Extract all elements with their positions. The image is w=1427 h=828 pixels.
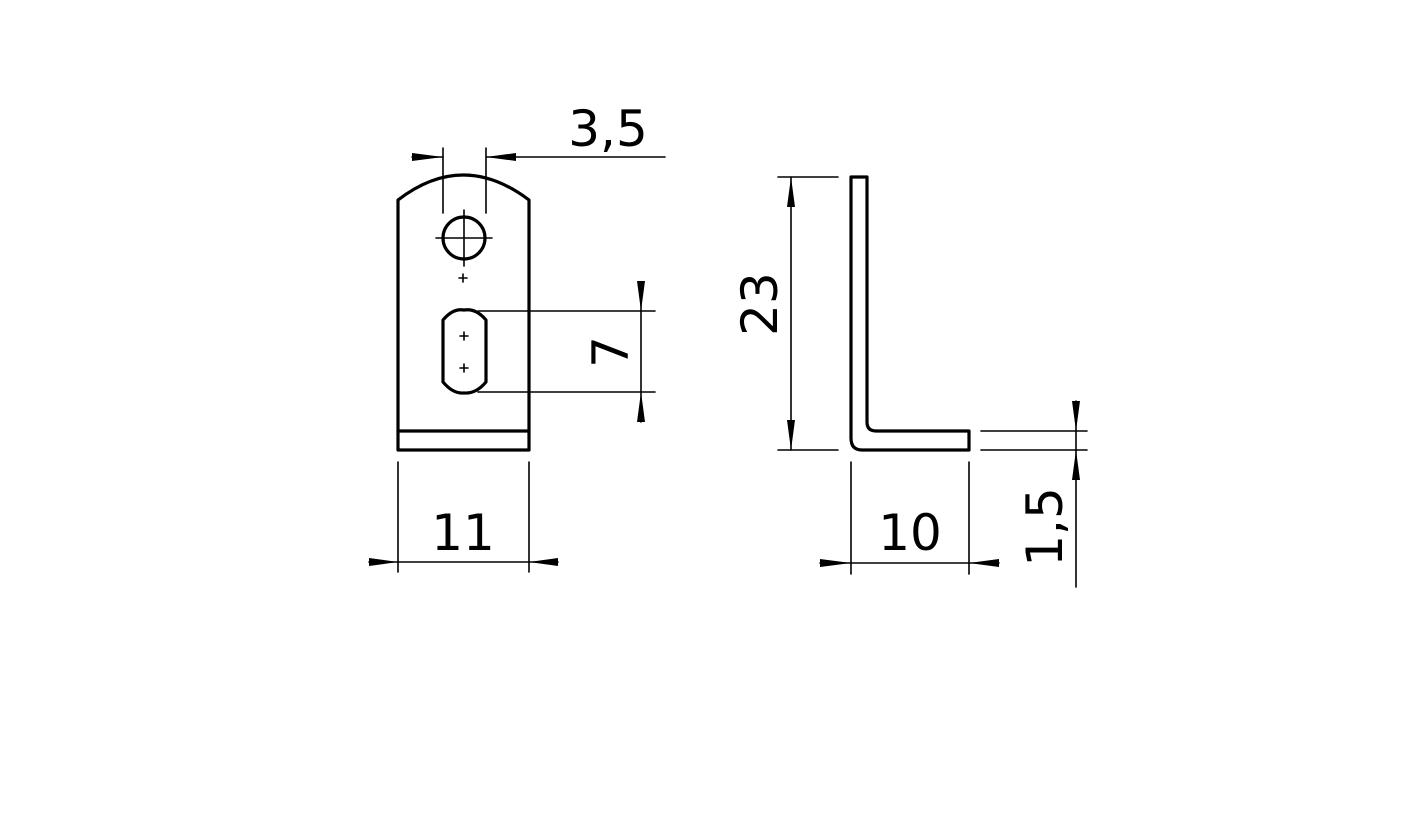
dimension-height: 23 xyxy=(731,176,839,451)
dimension-hole-diameter-label: 3,5 xyxy=(568,100,648,158)
slot-center-mark-lower xyxy=(459,363,469,373)
slot-center-mark-upper xyxy=(459,331,469,341)
front-view xyxy=(396,173,531,452)
dimension-thickness: 1,5 xyxy=(980,400,1088,588)
elongated-slot xyxy=(441,308,488,395)
dimension-leg-length-label: 10 xyxy=(878,504,942,562)
side-view xyxy=(849,175,971,452)
dimension-thickness-label: 1,5 xyxy=(1016,487,1074,567)
dimension-front-width: 11 xyxy=(368,461,559,573)
side-view-outline xyxy=(849,175,971,452)
dimension-slot-length: 7 xyxy=(477,281,656,423)
dimension-slot-length-label: 7 xyxy=(582,336,640,368)
hole-center-mark xyxy=(458,273,468,283)
dimension-height-label: 23 xyxy=(731,272,789,336)
dimension-leg-length: 10 xyxy=(819,461,1000,575)
dimension-front-width-label: 11 xyxy=(431,504,495,562)
front-view-outline xyxy=(396,173,531,452)
dimension-hole-diameter: 3,5 xyxy=(411,100,666,214)
